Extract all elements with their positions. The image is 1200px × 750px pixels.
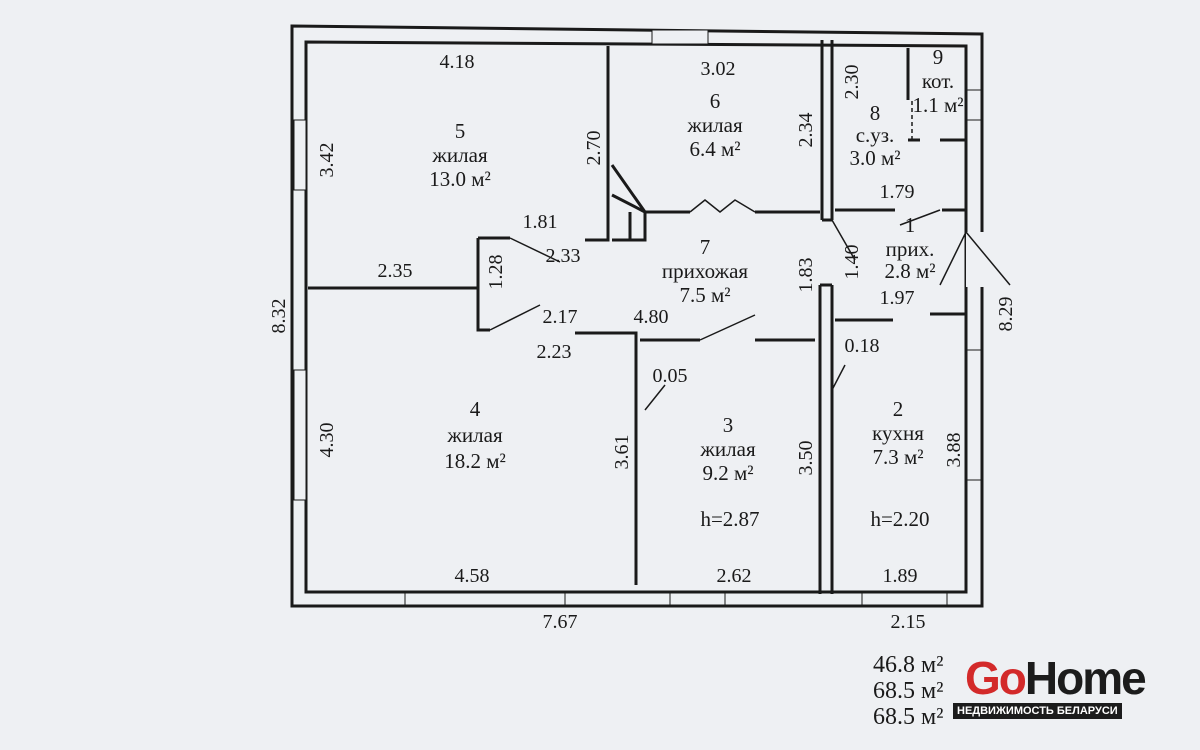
dim: 1.83: [795, 258, 817, 293]
dim: 3.61: [611, 435, 633, 470]
logo-tagline: НЕДВИЖИМОСТЬ БЕЛАРУСИ: [953, 703, 1122, 719]
room-area: 3.0 м²: [849, 146, 900, 170]
total-area-2: 68.5 м²: [873, 704, 943, 730]
interior-walls: [308, 40, 966, 594]
room-name: жилая: [431, 143, 488, 167]
dim: 1.79: [880, 181, 915, 203]
area-totals: 46.8 м² 68.5 м² 68.5 м²: [873, 652, 943, 730]
dim: 1.81: [523, 211, 558, 233]
dim: 2.35: [378, 260, 413, 282]
dim: 0.05: [653, 365, 688, 387]
room-area: 2.8 м²: [884, 259, 935, 283]
dim: 2.70: [583, 131, 605, 166]
dim: 0.18: [845, 335, 880, 357]
ceiling-height: h=2.20: [870, 507, 929, 531]
room-num: 5: [455, 119, 466, 143]
logo-go: Go: [965, 652, 1027, 704]
room-area: 7.3 м²: [872, 445, 923, 469]
room-num: 7: [700, 235, 711, 259]
dim: 1.97: [880, 287, 915, 309]
room-labels: 5 жилая 13.0 м² 6 жилая 6.4 м² 8 с.уз. 3…: [429, 45, 963, 531]
dim: 3.42: [316, 143, 338, 178]
ceiling-height: h=2.87: [700, 507, 759, 531]
room-num: 1: [905, 213, 916, 237]
room-num: 6: [710, 89, 721, 113]
dim: 4.58: [455, 565, 490, 587]
room-name: с.уз.: [856, 123, 895, 147]
dim: 4.80: [634, 306, 669, 328]
living-area: 68.5 м²: [873, 678, 943, 704]
room-name: прих.: [886, 237, 935, 261]
dim: 1.28: [485, 255, 507, 290]
room-area: 7.5 м²: [679, 283, 730, 307]
door-swings: [489, 100, 1011, 411]
dim: 1.40: [841, 245, 863, 280]
room-num: 3: [723, 413, 734, 437]
room-area: 1.1 м²: [912, 93, 963, 117]
total-area: 46.8 м²: [873, 652, 943, 678]
room-area: 6.4 м²: [689, 137, 740, 161]
dim: 4.18: [440, 51, 475, 73]
dim: 3.50: [795, 441, 817, 476]
dim: 2.33: [546, 245, 581, 267]
logo-home: Home: [1024, 652, 1147, 704]
dim: 2.30: [841, 65, 863, 100]
dim: 1.89: [883, 565, 918, 587]
dim: 2.17: [543, 306, 578, 328]
room-num: 8: [870, 101, 881, 125]
dim: 4.30: [316, 423, 338, 458]
room-name: жилая: [686, 113, 743, 137]
dim: 8.29: [995, 297, 1017, 332]
dim: 8.32: [268, 299, 290, 334]
room-name: жилая: [446, 423, 503, 447]
room-num: 4: [470, 397, 481, 421]
dim: 2.15: [891, 611, 926, 633]
outer-walls: [290, 24, 984, 608]
room-name: прихожая: [662, 259, 748, 283]
room-name: кухня: [872, 421, 924, 445]
dim: 3.02: [701, 58, 736, 80]
room-name: кот.: [922, 69, 954, 93]
room-area: 9.2 м²: [702, 461, 753, 485]
room-name: жилая: [699, 437, 756, 461]
dim: 7.67: [543, 611, 578, 633]
dim: 2.23: [537, 341, 572, 363]
dim: 2.62: [717, 565, 752, 587]
room-num: 9: [933, 45, 944, 69]
dim: 3.88: [943, 433, 965, 468]
gohome-logo: GoHome НЕДВИЖИМОСТЬ БЕЛАРУСИ: [953, 652, 1160, 719]
dimensions: 4.18 3.02 1.81 2.33 1.79 2.35 1.97 2.17 …: [268, 51, 1017, 633]
room-area: 18.2 м²: [444, 449, 506, 473]
dim: 2.34: [795, 113, 817, 148]
room-area: 13.0 м²: [429, 167, 491, 191]
room-num: 2: [893, 397, 904, 421]
